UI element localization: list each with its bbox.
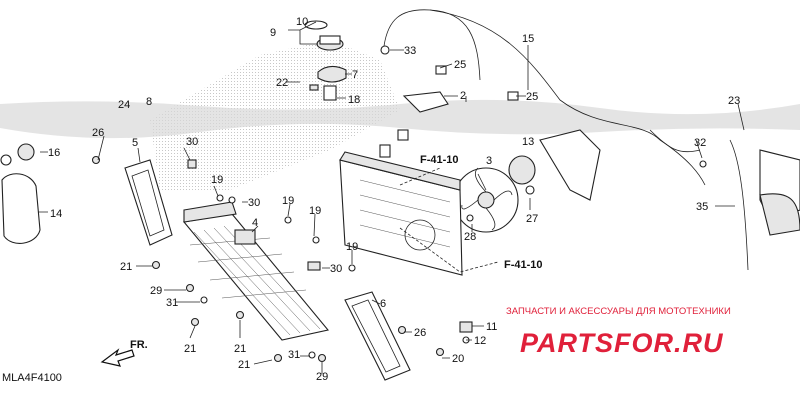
callout: 28 [464, 231, 476, 243]
callout: 19 [309, 205, 321, 217]
callout: 9 [270, 27, 276, 39]
callout: 31 [166, 297, 178, 309]
callout: 26 [92, 127, 104, 139]
callout: 8 [146, 96, 152, 108]
front-direction-arrow: FR. [100, 339, 148, 367]
callout: 22 [276, 77, 288, 89]
callout: 19 [346, 241, 358, 253]
callout: 30 [330, 263, 342, 275]
overflow-hose [429, 9, 706, 186]
callout: 18 [348, 94, 360, 106]
fasteners [91, 84, 474, 363]
callout: 21 [120, 261, 132, 273]
callout: 21 [234, 343, 246, 355]
front-marker-label: FR. [130, 339, 148, 351]
callout: 2 [460, 90, 466, 102]
callout: 6 [380, 298, 386, 310]
callout: 5 [132, 137, 138, 149]
callout: 26 [414, 327, 426, 339]
callout: 25 [526, 91, 538, 103]
reference-label-2[interactable]: F-41-10 [504, 259, 543, 271]
callout: 21 [238, 359, 250, 371]
callout: 25 [454, 59, 466, 71]
left-side-cover [124, 159, 173, 246]
callout: 32 [694, 137, 706, 149]
callout: 15 [522, 33, 534, 45]
callout: 7 [352, 69, 358, 81]
reservoir-tank [0, 143, 41, 244]
callout: 11 [486, 321, 497, 333]
callout: 16 [48, 147, 60, 159]
callout: 19 [282, 195, 294, 207]
watermark: ЗАПЧАСТИ И АКСЕССУАРЫ ДЛЯ МОТОТЕХНИКИ PA… [506, 306, 731, 358]
callout: 12 [474, 335, 486, 347]
callout: 23 [728, 95, 740, 107]
right-side-cover [344, 291, 411, 381]
fan-motor [508, 129, 601, 201]
callout: 33 [404, 45, 416, 57]
callout: 4 [252, 217, 258, 229]
callout: 29 [316, 371, 328, 383]
callout: 30 [248, 197, 260, 209]
filler-cap-assembly [304, 9, 481, 101]
callout: 29 [150, 285, 162, 297]
callout: 31 [288, 349, 300, 361]
callout: 30 [186, 136, 198, 148]
diagram-code: MLA4F4100 [2, 372, 62, 384]
callout: 27 [526, 213, 538, 225]
sub-radiator [182, 201, 329, 341]
torn-band [0, 99, 800, 139]
main-radiator [339, 129, 463, 276]
right-hose [649, 129, 800, 271]
reference-label-1[interactable]: F-41-10 [420, 154, 459, 166]
leader-lines [38, 21, 745, 374]
callout: 13 [522, 136, 534, 148]
callout: 20 [452, 353, 464, 365]
watermark-subtitle: ЗАПЧАСТИ И АКСЕССУАРЫ ДЛЯ МОТОТЕХНИКИ [506, 306, 731, 317]
cooling-fan [453, 167, 519, 233]
callout: 24 [118, 99, 130, 111]
callout: 10 [296, 16, 308, 28]
callout: 35 [696, 201, 708, 213]
callout: 19 [211, 174, 223, 186]
callout: 3 [486, 155, 492, 167]
callout: 21 [184, 343, 196, 355]
callout: 14 [50, 208, 62, 220]
callout-numbers: 10 9 33 15 7 25 22 2 18 25 24 8 26 30 16… [48, 16, 740, 383]
watermark-brand: PARTSFOR.RU [520, 328, 724, 358]
